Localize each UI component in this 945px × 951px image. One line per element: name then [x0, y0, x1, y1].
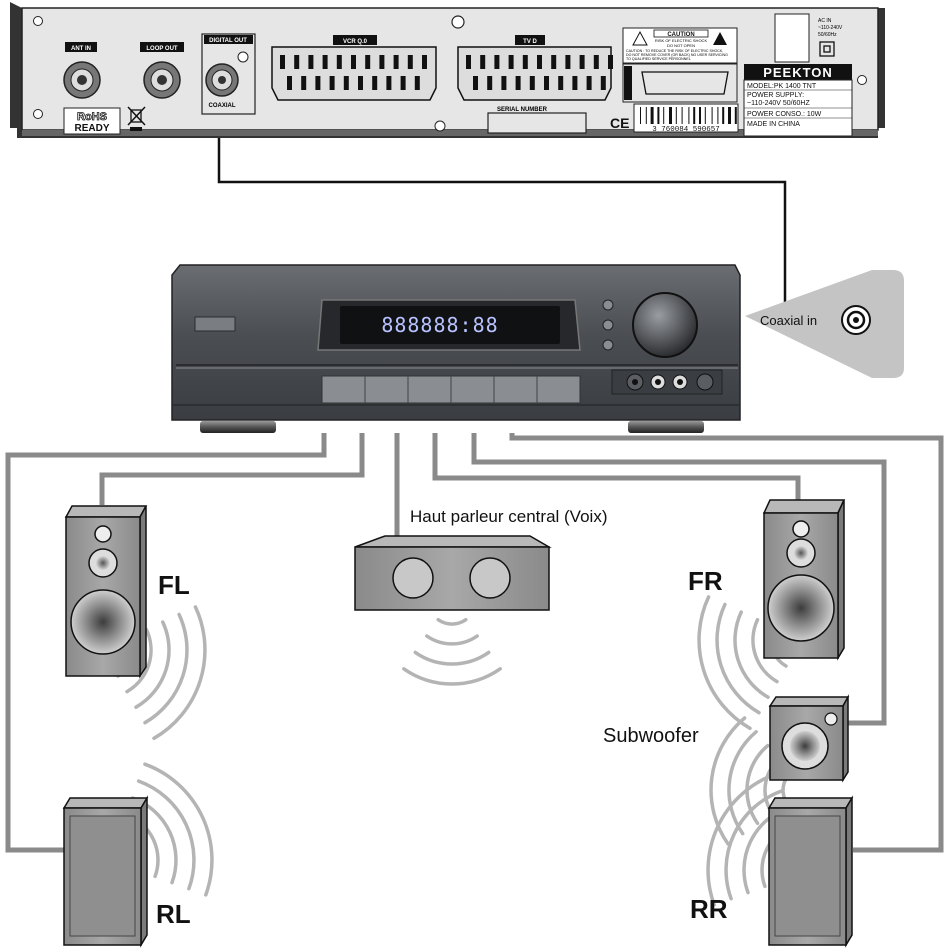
svg-text:~110-240V: ~110-240V: [818, 25, 843, 31]
label-fl: FL: [158, 570, 190, 600]
speaker-rear-right: [767, 795, 854, 948]
svg-text:TO QUALIFIED SERVICE PERSONNEL: TO QUALIFIED SERVICE PERSONNEL: [626, 57, 691, 61]
front-button-3: [602, 339, 614, 351]
ant-in-connector: [63, 61, 101, 99]
digital-out-label: DIGITAL OUT: [209, 38, 247, 44]
weee-bin-icon: [127, 106, 146, 131]
coaxial-cable: [217, 102, 787, 315]
svg-text:RISK OF ELECTRIC SHOCK: RISK OF ELECTRIC SHOCK: [655, 38, 708, 43]
label-center-speaker: Haut parleur central (Voix): [410, 507, 607, 526]
digital-out-coaxial-connector: [205, 63, 239, 97]
tv-scart-connector: [457, 46, 613, 101]
display-readout: 888888:88: [381, 313, 498, 337]
svg-text:DO NOT OPEN: DO NOT OPEN: [667, 43, 695, 48]
svg-text:READY: READY: [74, 123, 109, 134]
rohs-logo: RoHS READY: [63, 107, 121, 135]
amp-foot-left: [200, 421, 276, 433]
brand-logo: peekton: [763, 65, 833, 80]
sound-waves: [116, 595, 802, 907]
svg-text:~110-240V 50/60HZ: ~110-240V 50/60HZ: [747, 100, 810, 107]
set-top-box-rear-panel: ANT IN LOOP OUT DIGITAL OUT COAXIAL RoH: [10, 2, 885, 138]
cable-fr: [432, 433, 801, 500]
rs232-port: [622, 63, 738, 103]
speaker-cables: [5, 102, 944, 853]
amp-foot-right: [628, 421, 704, 433]
tv-label: TV D: [523, 39, 537, 45]
svg-text:AC IN: AC IN: [818, 18, 832, 24]
label-rl: RL: [156, 899, 191, 929]
loop-out-connector: [143, 61, 181, 99]
ant-in-label: ANT IN: [71, 46, 91, 52]
svg-text:CAUTION: CAUTION: [667, 32, 694, 38]
front-button-1: [602, 299, 614, 311]
label-fr: FR: [688, 566, 723, 596]
front-button-2: [602, 319, 614, 331]
speaker-front-left: [64, 505, 148, 679]
serial-number-label: SERIAL NUMBER: [497, 107, 548, 113]
speaker-rear-left: [62, 795, 149, 948]
rating-plate: peekton MODEL:PK 1400 TNT POWER SUPPLY: …: [743, 64, 853, 137]
caution-warning: CAUTION RISK OF ELECTRIC SHOCK DO NOT OP…: [622, 27, 738, 64]
svg-text:MADE IN CHINA: MADE IN CHINA: [747, 121, 800, 128]
svg-text:3 760084 590657: 3 760084 590657: [652, 126, 720, 134]
coaxial-in-label: Coaxial in: [760, 313, 817, 328]
svg-text:DO NOT REMOVE COVER (OR BACK): DO NOT REMOVE COVER (OR BACK) NO USER SE…: [626, 53, 728, 57]
cable-rl: [5, 433, 327, 853]
svg-text:RoHS: RoHS: [77, 111, 107, 123]
coaxial-in-callout: Coaxial in: [745, 270, 904, 378]
front-button-bar: [321, 375, 581, 404]
front-display: 888888:88: [317, 299, 581, 351]
cable-subwoofer: [471, 433, 887, 726]
svg-text:POWER SUPPLY:: POWER SUPPLY:: [747, 92, 804, 99]
cable-fl: [99, 433, 365, 505]
volume-knob: [632, 292, 698, 358]
av-receiver: 888888:88: [171, 264, 741, 433]
svg-text:POWER CONSO.: 10W: POWER CONSO.: 10W: [747, 111, 822, 118]
ce-mark: CE: [610, 115, 629, 131]
speaker-center: [354, 535, 552, 611]
speaker-subwoofer: [768, 694, 850, 783]
label-subwoofer: Subwoofer: [603, 725, 699, 747]
vcr-label: VCR Q.0: [343, 39, 368, 45]
speaker-front-right: [762, 499, 846, 661]
front-jacks: [611, 369, 723, 395]
svg-text:CAUTION : TO REDUCE THE RISK O: CAUTION : TO REDUCE THE RISK OF ELECTRIC…: [626, 49, 723, 53]
barcode: 3 760084 590657: [633, 103, 739, 134]
svg-text:50/60Hz: 50/60Hz: [818, 32, 837, 38]
label-rr: RR: [690, 894, 728, 924]
double-insulation-icon: [819, 41, 835, 57]
cable-rr: [509, 433, 944, 853]
loop-out-label: LOOP OUT: [146, 46, 178, 52]
coaxial-in-jack-icon: [841, 305, 871, 335]
vcr-scart-connector: [271, 46, 437, 101]
svg-text:MODEL:PK 1400 TNT: MODEL:PK 1400 TNT: [747, 83, 817, 90]
coaxial-port-label: COAXIAL: [209, 103, 236, 109]
